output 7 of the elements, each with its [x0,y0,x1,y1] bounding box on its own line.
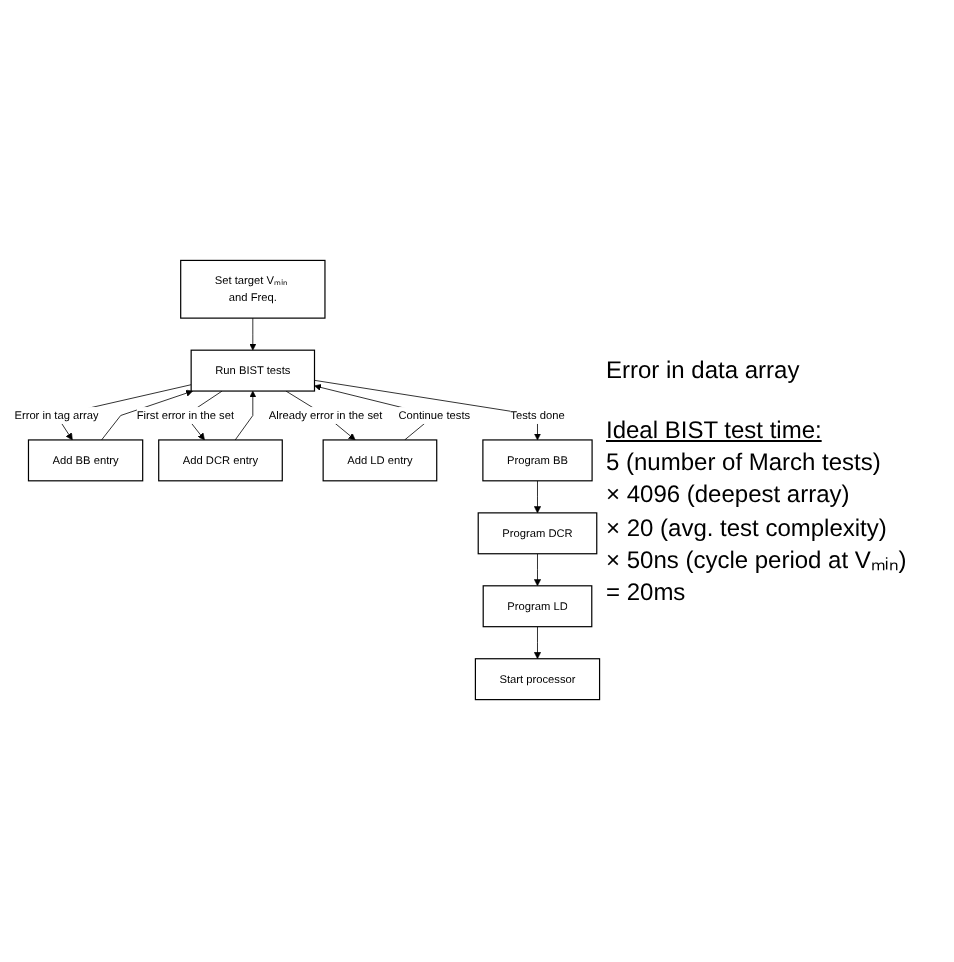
note-line: × 50ns (cycle period at Vₘᵢₙ) [606,543,909,576]
note-heading: Ideal BIST test time: [606,414,824,447]
note-line: × 4096 (deepest array) [606,478,852,512]
note-line: × 20 (avg. test complexity) [606,511,889,544]
note-line: 5 (number of March tests) [606,446,883,479]
note-line: = 20ms [606,575,688,609]
note-text: Error in data array [606,353,802,387]
